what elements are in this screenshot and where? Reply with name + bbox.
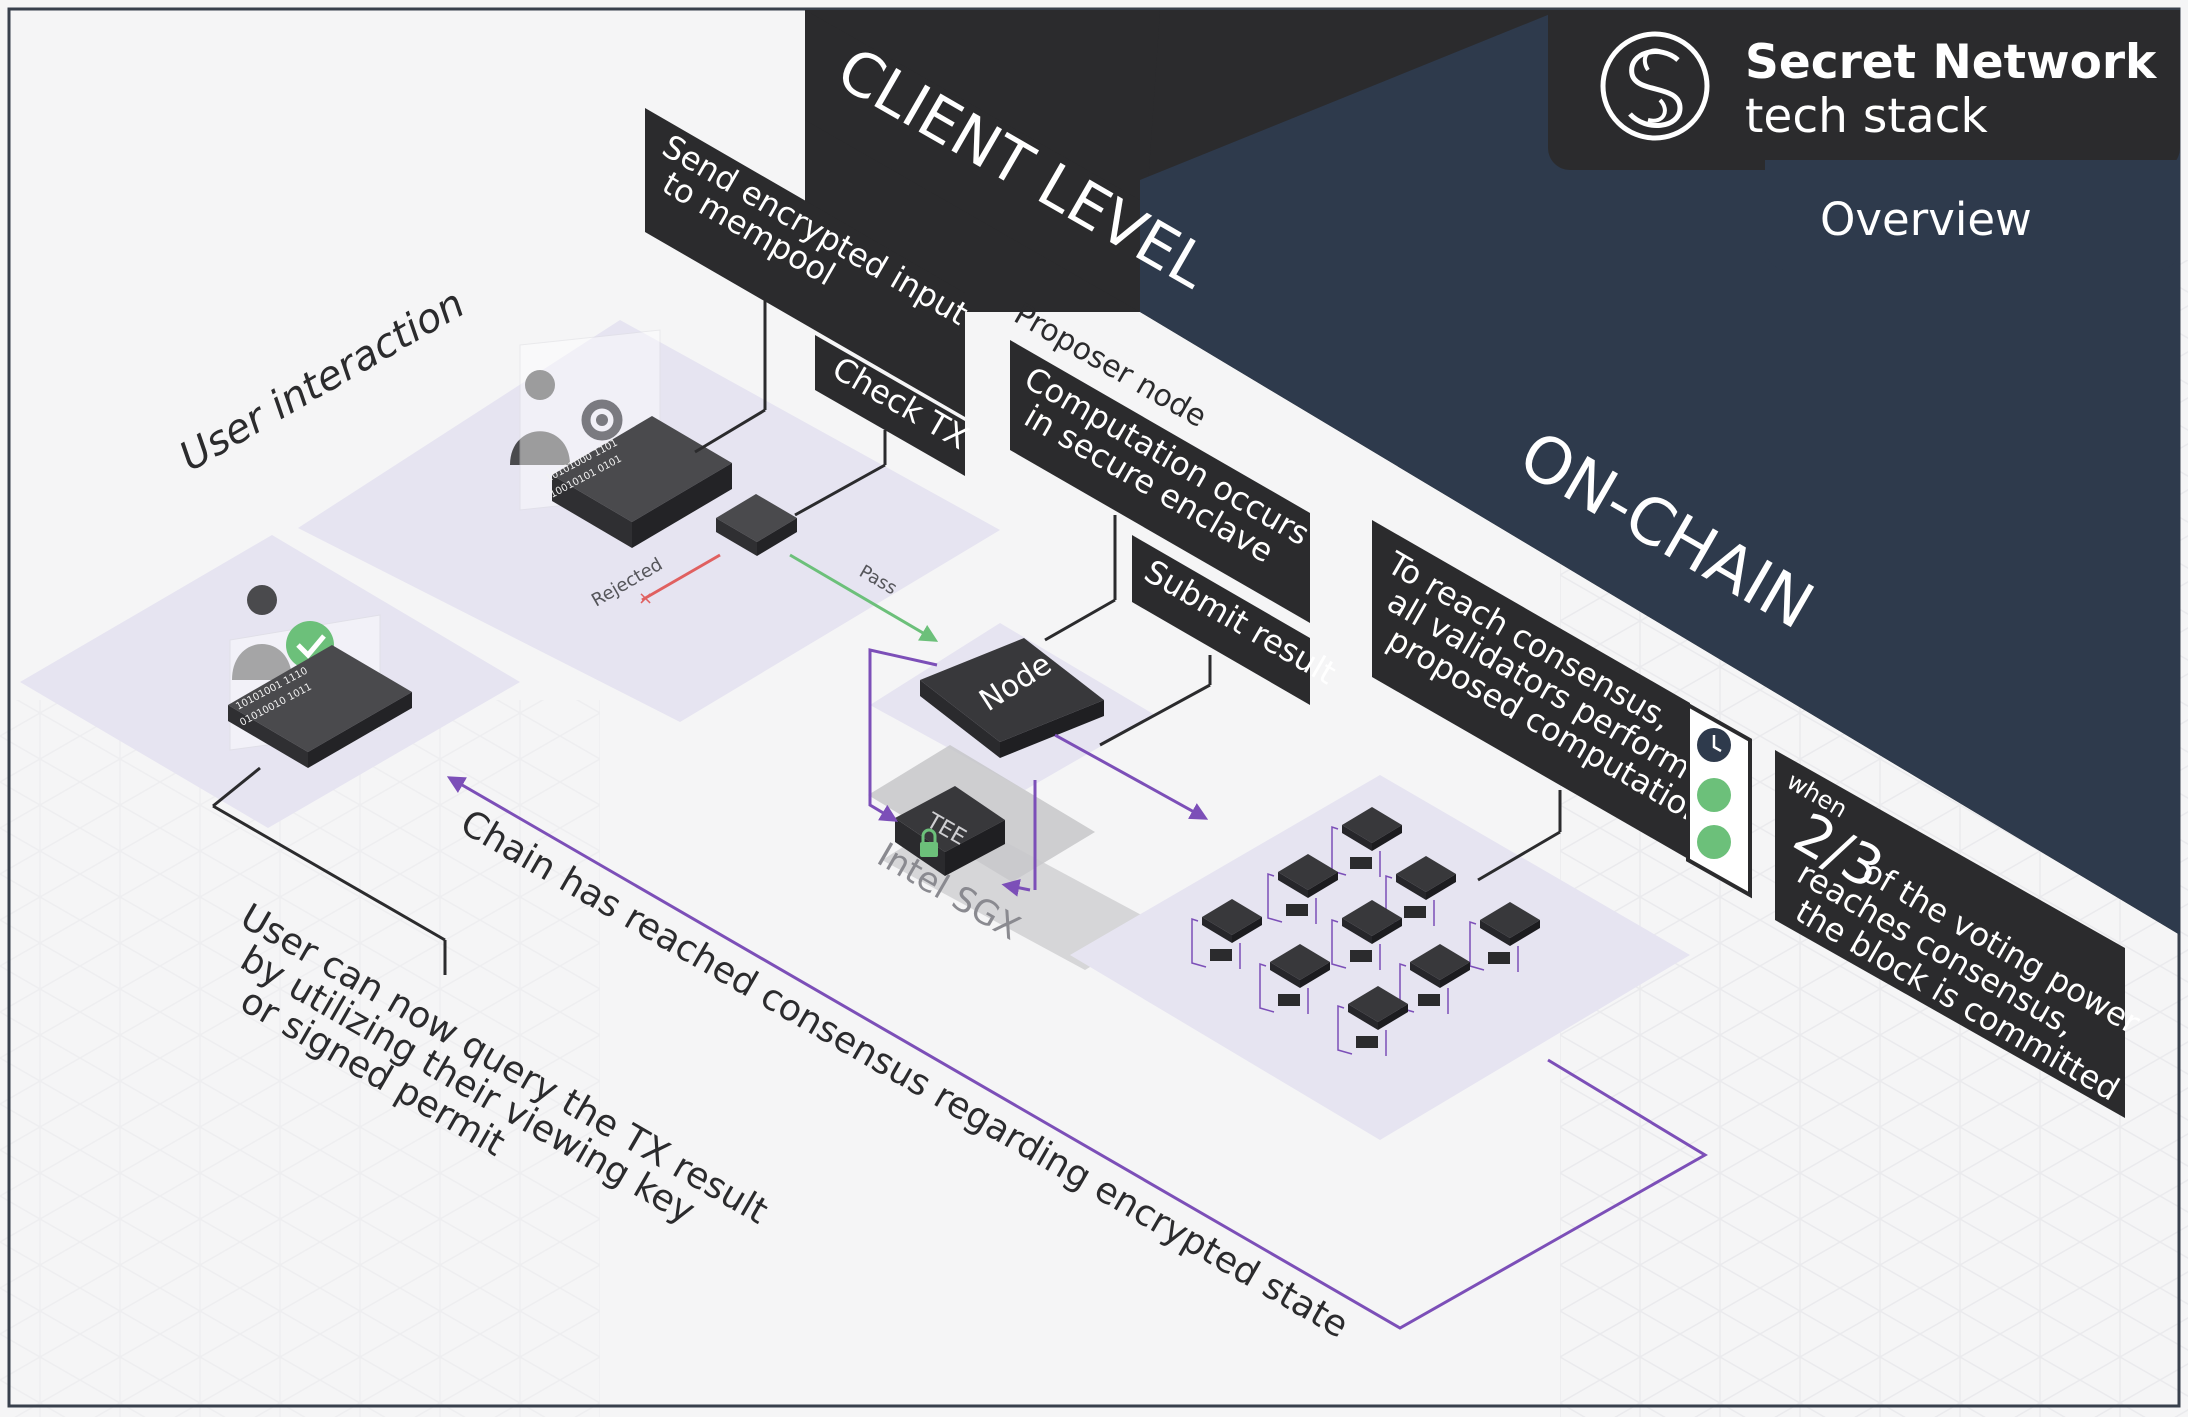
validator-grid	[1191, 807, 1540, 1056]
tee-chip-mini	[1488, 952, 1510, 964]
tee-chip-mini	[1350, 950, 1372, 962]
validator-node	[1337, 986, 1408, 1056]
commit-callout	[1775, 750, 2125, 1118]
tee-chip-mini	[1404, 906, 1426, 918]
enclave-loop-arrow	[868, 648, 938, 822]
computation-callout	[1010, 340, 1310, 623]
tee-chip-mini	[1210, 949, 1232, 961]
validator-node	[1259, 944, 1330, 1014]
grid-pattern-left	[0, 700, 600, 1417]
vote-light-green-2	[1697, 825, 1731, 859]
validator-node	[1331, 900, 1402, 970]
user-device-back	[552, 416, 732, 548]
leader-line-query	[212, 766, 261, 808]
validator-node	[1267, 854, 1338, 924]
tee-chip-mini	[1286, 904, 1308, 916]
consensus-callout	[1372, 520, 1690, 860]
validator-node	[1331, 807, 1402, 877]
tee-chip-mini	[1350, 857, 1372, 869]
gear-icon	[581, 399, 623, 441]
pass-arrow	[789, 553, 939, 642]
consensus-return-arrow	[446, 776, 1708, 1330]
rejected-line	[641, 553, 721, 602]
user-head-icon	[525, 370, 555, 400]
validator-node	[1469, 902, 1540, 972]
client-band-edge	[805, 10, 1140, 312]
overview-tab-top	[1765, 160, 2180, 200]
mempool-device	[716, 494, 797, 556]
send-input-callout	[645, 108, 965, 417]
submit-callout	[1132, 535, 1310, 705]
brand-title: Secret Network	[1745, 35, 2158, 90]
vote-light-green-1	[1697, 778, 1731, 812]
tee-chip-mini	[1278, 994, 1300, 1006]
user-device-front	[228, 645, 412, 768]
brand-subtitle: tech stack	[1745, 89, 1988, 144]
secret-network-logo-icon	[1600, 31, 1710, 141]
validator-node	[1191, 899, 1262, 969]
overview-tab-label[interactable]: Overview	[1820, 193, 2032, 246]
tee-chip-mini	[1418, 994, 1440, 1006]
user-head-icon	[247, 585, 277, 615]
user-body-icon	[510, 431, 570, 465]
reject-x-icon: ×	[638, 588, 653, 609]
tee-chip-mini	[1356, 1036, 1378, 1048]
broadcast-arrow	[1054, 733, 1209, 820]
enclave-return-arrow	[1005, 780, 1037, 890]
node-device	[920, 638, 1104, 758]
validator-node	[1399, 944, 1470, 1014]
check-tx-callout	[815, 335, 965, 476]
validator-node	[1385, 856, 1456, 926]
brand-header-top	[1548, 10, 2180, 50]
lock-icon	[920, 828, 938, 857]
